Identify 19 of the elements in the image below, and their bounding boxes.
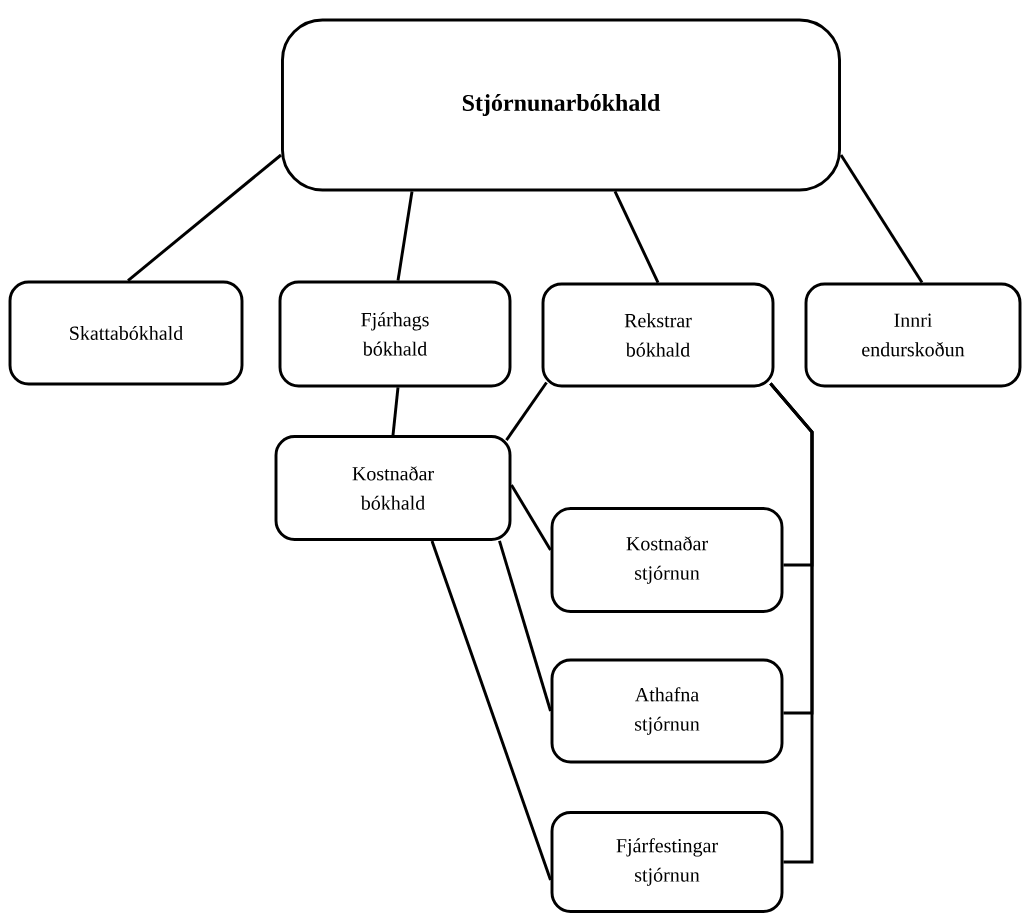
connector-line <box>613 190 660 284</box>
process-box: Rekstrar bókhald <box>541 282 775 388</box>
connector-line <box>127 153 282 282</box>
connector-line <box>396 191 414 281</box>
connector-line <box>430 540 552 881</box>
connector-line <box>510 484 552 551</box>
connector-line <box>839 154 924 284</box>
process-box: Skattabókhald <box>8 280 244 386</box>
title-box: Stjórnunarbókhald <box>281 18 841 192</box>
process-box: Fjárfestingar stjórnun <box>550 811 784 913</box>
connector-line <box>505 381 548 441</box>
process-box: Fjárhags bókhald <box>278 280 512 388</box>
process-box: Innri endurskoðun <box>804 282 1022 388</box>
connector-line <box>391 387 400 436</box>
process-box: Kostnaðar bókhald <box>274 435 512 541</box>
process-box: Athafna stjórnun <box>550 658 784 764</box>
connector-line <box>769 382 814 864</box>
process-box: Kostnaðar stjórnun <box>550 507 784 613</box>
connector-line <box>498 540 552 712</box>
